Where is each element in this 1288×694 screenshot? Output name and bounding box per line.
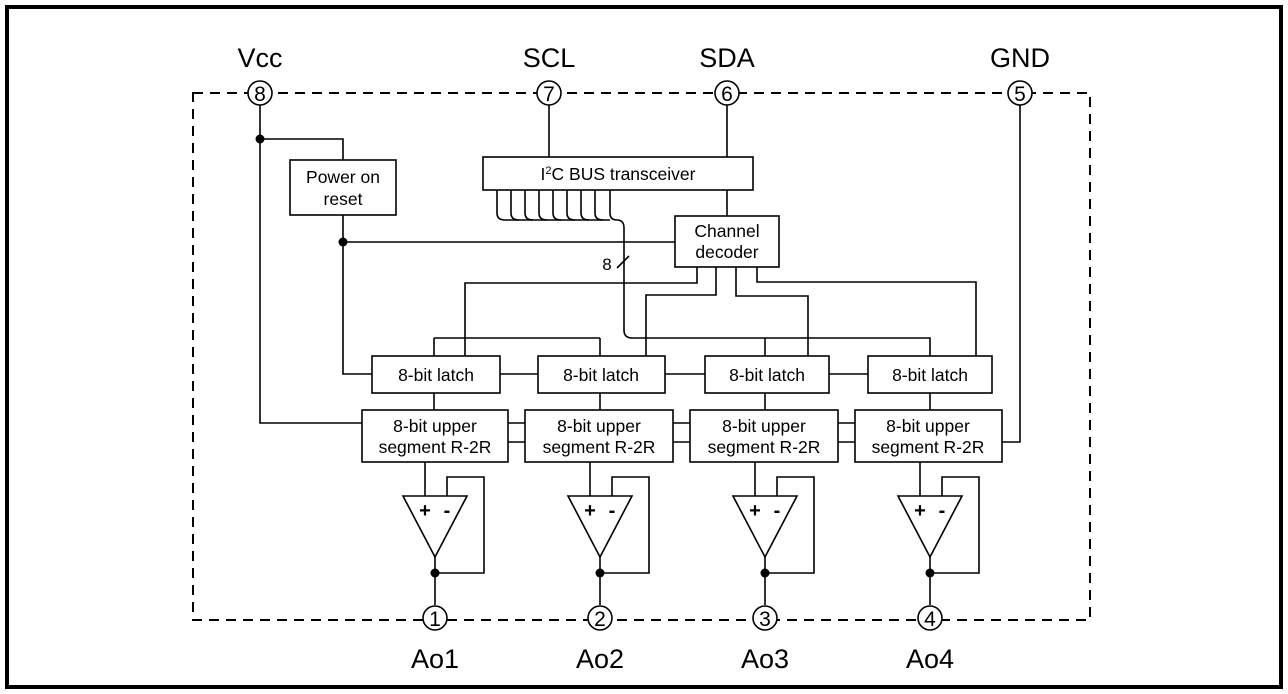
power-on-reset-block (289, 159, 397, 216)
opamp-1 (401, 495, 469, 559)
pin-label-ao1: Ao1 (411, 644, 459, 674)
opamp-signs: + - + - + - + - (419, 500, 945, 522)
pin-label-scl: SCL (523, 43, 576, 73)
opamp-2 (566, 495, 634, 559)
pin-5-number: 5 (1014, 83, 1026, 106)
latch-label-4: 8-bit latch (892, 365, 968, 385)
latch-block-2 (537, 355, 666, 394)
r2r-1-line1: 8-bit upper (393, 416, 477, 436)
latch-label-2: 8-bit latch (563, 365, 639, 385)
latch-block-4 (867, 355, 993, 394)
pin-5-circle (1007, 80, 1033, 106)
opamp-3 (731, 495, 799, 559)
channel-decoder-block (674, 215, 780, 268)
outer-border (5, 5, 1283, 689)
wires (259, 105, 1021, 605)
pin-8-circle (247, 80, 273, 106)
r2r-block-3 (689, 409, 839, 463)
pin-3-number: 3 (759, 608, 771, 631)
pin-label-ao4: Ao4 (906, 644, 954, 674)
latch-block-3 (704, 355, 830, 394)
opamp-3-plus: + (749, 500, 761, 522)
bus-width-label: 8 (602, 255, 611, 274)
r2r-4-line2: segment R-2R (872, 437, 985, 457)
decoder-label-line1: Channel (694, 221, 759, 241)
pin-6-circle (714, 80, 740, 106)
r2r-block-2 (524, 409, 674, 463)
opamp-3-minus: - (774, 500, 781, 522)
pin-1-number: 1 (429, 608, 441, 631)
latch-label-3: 8-bit latch (729, 365, 805, 385)
opamp-1-plus: + (419, 500, 431, 522)
pin-7-circle (536, 80, 562, 106)
chip-outline (192, 92, 1091, 621)
pin-label-ao3: Ao3 (741, 644, 789, 674)
r2r-block-4 (854, 409, 1003, 463)
i2c-transceiver-block (482, 156, 754, 191)
pin-6-number: 6 (721, 83, 733, 106)
pin-3-circle (752, 605, 778, 631)
por-label-line1: Power on (306, 167, 380, 187)
r2r-4-line1: 8-bit upper (886, 416, 970, 436)
pin-4-number: 4 (924, 608, 936, 631)
opamp-2-minus: - (609, 500, 616, 522)
pin-2-number: 2 (594, 608, 606, 631)
pin-8-number: 8 (254, 83, 266, 106)
pin-7-number: 7 (543, 83, 555, 106)
opamp-2-plus: + (584, 500, 596, 522)
r2r-2-line2: segment R-2R (543, 437, 656, 457)
r2r-1-line2: segment R-2R (379, 437, 492, 457)
r2r-3-line2: segment R-2R (708, 437, 821, 457)
r2r-block-1 (361, 409, 509, 463)
pin-label-sda: SDA (699, 43, 755, 73)
latch-block-1 (371, 355, 501, 394)
pin-2-circle (587, 605, 613, 631)
i2c-label: I2C BUS transceiver (541, 164, 696, 184)
junctions (255, 134, 935, 578)
pin-4-circle (917, 605, 943, 631)
por-label-line2: reset (324, 189, 363, 209)
r2r-3-line1: 8-bit upper (722, 416, 806, 436)
latch-label-1: 8-bit latch (398, 365, 474, 385)
opamp-4-plus: + (914, 500, 926, 522)
opamp-4-minus: - (939, 500, 946, 522)
r2r-2-line1: 8-bit upper (557, 416, 641, 436)
opamp-4 (896, 495, 964, 559)
opamp-1-minus: - (444, 500, 451, 522)
pin-label-vcc: Vcc (237, 43, 282, 73)
pin-1-circle (422, 605, 448, 631)
opamps (401, 495, 964, 559)
pin-label-gnd: GND (990, 43, 1050, 73)
decoder-label-line2: decoder (695, 242, 758, 262)
pin-label-ao2: Ao2 (576, 644, 624, 674)
